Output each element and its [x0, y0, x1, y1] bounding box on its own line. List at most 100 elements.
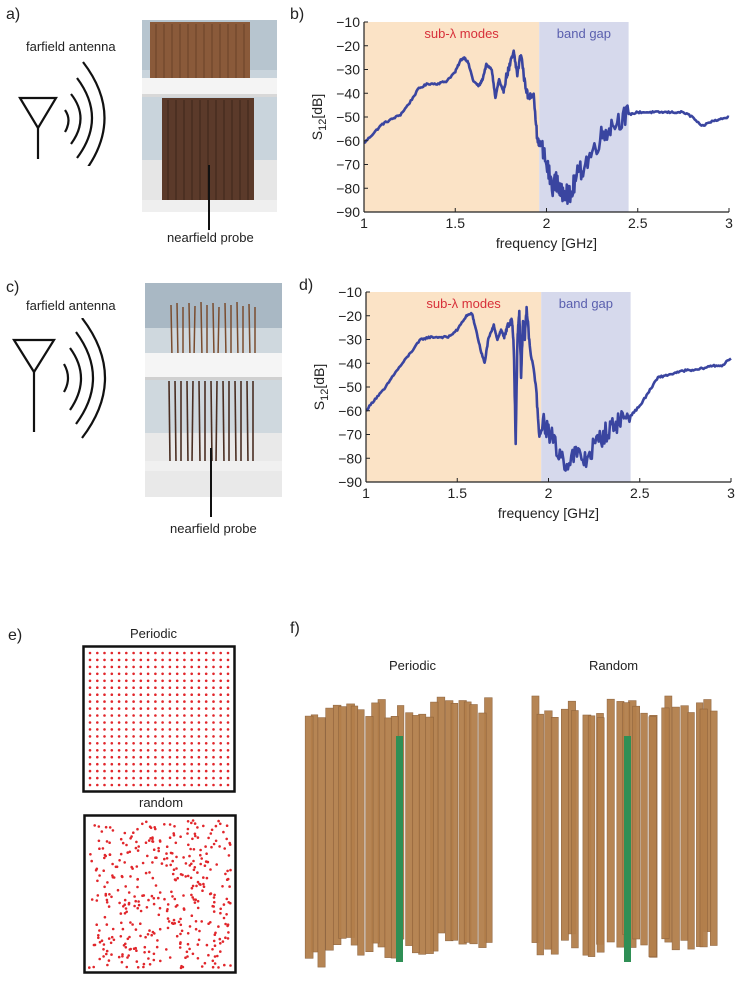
- lattice-dot: [161, 700, 164, 703]
- random-dot: [213, 962, 217, 965]
- random-dot: [103, 915, 107, 919]
- random-dot: [218, 937, 222, 941]
- lattice-dot: [103, 658, 106, 662]
- random-dot: [163, 897, 166, 901]
- lattice-dot: [146, 700, 150, 703]
- x-tick-label: 3: [727, 485, 735, 501]
- lattice-dot: [226, 700, 230, 703]
- lattice-dot: [132, 776, 135, 780]
- lattice-dot: [96, 700, 99, 703]
- lattice-dot: [226, 714, 230, 717]
- lattice-dot: [183, 721, 186, 724]
- random-dot: [135, 960, 139, 963]
- lattice-dot: [212, 658, 215, 662]
- lattice-dot: [219, 679, 222, 683]
- random-dot: [152, 897, 156, 900]
- random-dot: [137, 900, 140, 903]
- lattice-dot: [125, 783, 128, 787]
- random-dot: [224, 936, 227, 939]
- random-dot: [158, 927, 162, 931]
- random-dot: [193, 822, 197, 825]
- lattice-dot: [96, 679, 99, 683]
- lattice-dot: [175, 728, 179, 731]
- lattice-dot: [183, 693, 186, 696]
- random-dot: [152, 902, 156, 906]
- random-dot: [190, 886, 194, 890]
- random-dot: [142, 894, 146, 897]
- random-dot: [213, 955, 217, 958]
- random-dot: [213, 893, 216, 897]
- lattice-dot: [212, 707, 215, 710]
- lattice-dot: [110, 679, 114, 683]
- random-dot: [168, 836, 172, 839]
- y-tick-label: −10: [338, 284, 362, 300]
- experiment-photo-periodic: [142, 20, 277, 212]
- lattice-dot: [212, 762, 215, 766]
- lattice-dot: [190, 755, 193, 759]
- center-rod: [396, 736, 403, 962]
- y-tick-label: −80: [336, 180, 360, 196]
- random-lattice: [83, 814, 237, 974]
- y-tick-label: −20: [338, 308, 362, 324]
- nearfield-label-a: nearfield probe: [167, 230, 254, 245]
- lattice-dot: [125, 714, 128, 717]
- lattice-dot: [190, 776, 193, 780]
- lattice-dot: [103, 686, 106, 689]
- random-dot: [127, 891, 131, 894]
- lattice-dot: [175, 742, 179, 745]
- center-rod: [624, 736, 631, 962]
- lattice-dot: [110, 672, 114, 676]
- random-dot: [195, 884, 198, 888]
- rod: [661, 707, 670, 940]
- random-dot: [179, 932, 182, 936]
- y-tick-label: −30: [338, 332, 362, 348]
- lattice-dot: [204, 693, 208, 696]
- rod: [317, 717, 326, 968]
- lattice-dot: [204, 672, 208, 676]
- lattice-dot: [110, 776, 114, 780]
- lattice-dot: [175, 762, 179, 766]
- random-dot: [106, 963, 109, 967]
- y-tick-label: −40: [336, 85, 360, 101]
- random-dot: [222, 903, 226, 906]
- rod: [425, 716, 434, 954]
- random-dot: [111, 927, 115, 931]
- random-dot: [104, 892, 108, 896]
- lattice-dot: [103, 700, 106, 703]
- random-dot: [95, 867, 99, 871]
- lattice-dot: [110, 755, 114, 759]
- random-dot: [213, 900, 216, 904]
- lattice-dot: [197, 686, 201, 689]
- random-dot: [173, 878, 177, 881]
- random-dot: [90, 859, 93, 863]
- lattice-dot: [132, 693, 135, 696]
- lattice-dot: [183, 755, 186, 759]
- rod: [365, 716, 374, 953]
- lattice-dot: [197, 651, 201, 655]
- random-dot: [196, 871, 199, 874]
- random-dot: [190, 914, 194, 917]
- lattice-dot: [168, 735, 172, 738]
- random-dot: [212, 910, 216, 913]
- lattice-dot: [183, 658, 186, 662]
- panel-label-a: a): [6, 6, 21, 23]
- y-tick-label: −30: [336, 62, 360, 78]
- random-dot: [126, 851, 129, 854]
- lattice-dot: [161, 672, 164, 676]
- random-dot: [105, 898, 109, 902]
- random-dot: [165, 845, 169, 848]
- lattice-dot: [212, 686, 215, 689]
- lattice-dot: [183, 749, 186, 752]
- lattice-dot: [88, 742, 92, 745]
- farfield-label-c: farfield antenna: [26, 298, 116, 313]
- lattice-dot: [117, 714, 121, 717]
- random-dot: [117, 955, 121, 959]
- random-dot: [199, 848, 202, 852]
- lattice-dot: [226, 686, 230, 689]
- random-dot: [147, 957, 150, 960]
- lattice-dot: [146, 693, 150, 696]
- random-dot: [100, 939, 104, 942]
- lattice-dot: [117, 658, 121, 662]
- lattice-dot: [183, 700, 186, 703]
- random-dot: [205, 852, 208, 855]
